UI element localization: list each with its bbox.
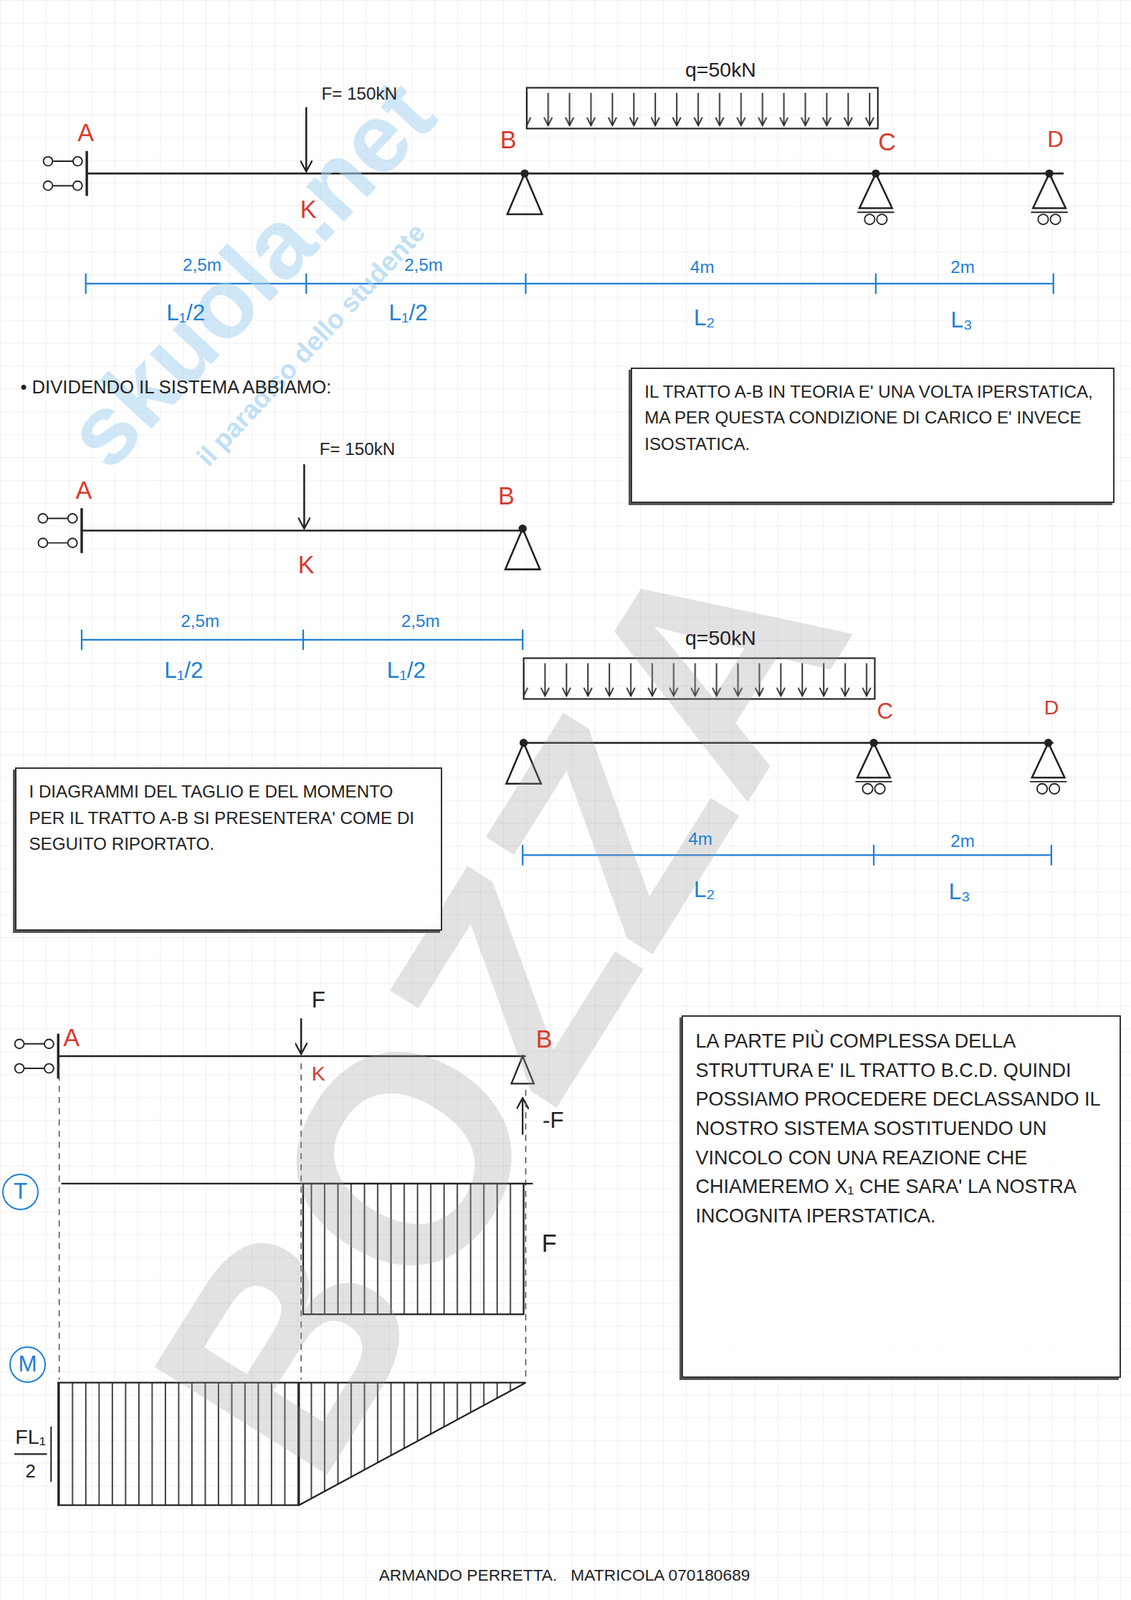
point-letter: B — [536, 1027, 553, 1052]
dimension: 4m — [690, 258, 715, 276]
note-box: LA PARTE PIÙ COMPLESSA DELLA STRUTTURA E… — [681, 1015, 1121, 1379]
note-text: I DIAGRAMMI DEL TAGLIO E DEL MOMENTO PER… — [28, 779, 428, 858]
shear-value: F — [541, 1231, 557, 1256]
note-text: LA PARTE PIÙ COMPLESSA DELLA STRUTTURA E… — [695, 1027, 1107, 1231]
force-label: F= 150kN — [319, 440, 396, 458]
force-label: F — [311, 989, 326, 1012]
note-box: IL TRATTO A-B IN TEORIA E' UNA VOLTA IPE… — [630, 367, 1115, 504]
dimension: 2,5m — [404, 256, 443, 274]
moment-value: FL₁ — [15, 1427, 46, 1448]
point-letter: A — [63, 1025, 80, 1051]
point-letter: B — [498, 483, 515, 509]
length-symbol: L₂ — [693, 878, 716, 901]
force-label: F= 150kN — [321, 85, 398, 103]
note-box: I DIAGRAMMI DEL TAGLIO E DEL MOMENTO PER… — [15, 767, 442, 932]
note-text: • DIVIDENDO IL SISTEMA ABBIAMO: — [20, 378, 332, 398]
length-symbol: L₁/2 — [387, 659, 426, 682]
length-symbol: L₂ — [693, 307, 716, 330]
length-symbol: L₁/2 — [164, 659, 203, 682]
diagram-letter: T — [13, 1179, 28, 1205]
length-symbol: L₁/2 — [166, 302, 205, 325]
dimension: 2,5m — [401, 612, 441, 631]
footer-text: ARMANDO PERRETTA. MATRICOLA 070180689 — [379, 1566, 751, 1584]
moment-value: 2 — [25, 1462, 36, 1482]
point-letter: K — [311, 1063, 326, 1084]
note-text: IL TRATTO A-B IN TEORIA E' UNA VOLTA IPE… — [644, 379, 1101, 458]
point-letter: K — [300, 197, 317, 222]
point-letter: B — [500, 127, 517, 152]
dimension: 2,5m — [182, 256, 222, 274]
diagram-letter: M — [17, 1351, 37, 1378]
dimension: 2m — [950, 258, 975, 276]
diagram-circle: T — [2, 1174, 39, 1211]
reaction-label: -F — [542, 1109, 565, 1132]
load-label: q=50kN — [685, 59, 757, 80]
length-symbol: L₃ — [948, 880, 971, 904]
load-label: q=50kN — [685, 627, 757, 648]
dimension: 2,5m — [180, 612, 220, 631]
point-letter: C — [877, 129, 896, 155]
point-letter: D — [1044, 697, 1060, 718]
point-letter: C — [876, 700, 894, 723]
length-symbol: L₁/2 — [389, 302, 428, 325]
point-letter: A — [77, 120, 94, 145]
dimension: 4m — [688, 830, 713, 848]
point-letter: D — [1047, 128, 1064, 151]
point-letter: K — [298, 551, 315, 577]
point-letter: A — [75, 478, 92, 503]
dimension: 2m — [950, 832, 975, 850]
diagram-circle: M — [9, 1346, 46, 1384]
length-symbol: L₃ — [950, 309, 972, 332]
